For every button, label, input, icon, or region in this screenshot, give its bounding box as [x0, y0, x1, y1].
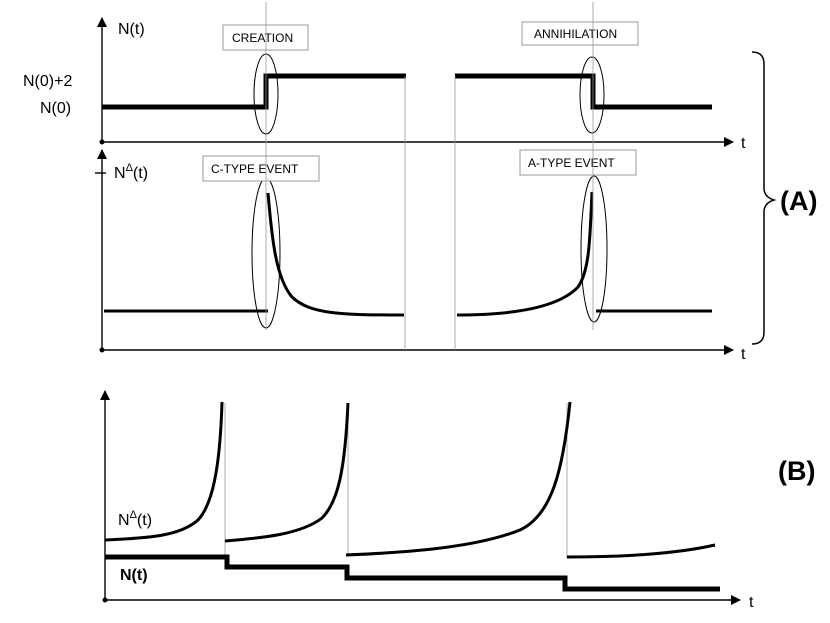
bottom-x-label: t: [741, 346, 746, 363]
panel-b: t NΔ(t) N(t): [100, 390, 754, 611]
annihilation-box: [521, 21, 639, 46]
panel-b-origin-dot: [102, 597, 108, 603]
creation-box: [222, 24, 309, 51]
panel-a-top: N(t) N(0)+2 N(0) t CREATION ANNIHILATION: [23, 17, 746, 152]
panel-b-step-label: N(t): [120, 567, 148, 584]
creation-box-label: CREATION: [232, 31, 293, 45]
level-low-label: N(0): [40, 100, 71, 117]
a-event-ellipse: [580, 175, 608, 323]
panel-b-curve-2: [224, 402, 350, 543]
c-event-box-label: C-TYPE EVENT: [211, 162, 299, 176]
bottom-origin-dot: [99, 347, 105, 353]
annihilation-step-line: [455, 73, 712, 110]
panel-b-curve-1: [104, 401, 224, 542]
annihilation-box-label: ANNIHILATION: [534, 27, 617, 41]
c-event-box: [202, 155, 320, 182]
panel-a-bottom: NΔ(t) t C-TYPE EVENT A-TYPE EVENT: [95, 149, 746, 363]
panel-b-curve-3: [345, 401, 572, 557]
panel-a-guides: [265, 2, 594, 350]
top-x-label: t: [741, 135, 746, 152]
panel-a-label: (A): [780, 186, 817, 216]
a-event-box-label: A-TYPE EVENT: [528, 156, 615, 170]
top-y-label: N(t): [118, 21, 145, 38]
top-origin-dot: [99, 139, 105, 145]
annihilation-ellipse: [579, 56, 605, 134]
panel-b-step-line: [105, 554, 720, 592]
panel-b-curve-4: [566, 543, 716, 559]
level-high-label: N(0)+2: [23, 73, 72, 90]
panel-b-curve-label: NΔ(t): [118, 509, 152, 529]
panel-b-x-label: t: [749, 594, 754, 611]
bottom-y-label: NΔ(t): [114, 162, 148, 182]
panel-b-label: (B): [778, 456, 815, 486]
c-event-decay-curve: [266, 192, 405, 317]
panel-a-bracket: [751, 51, 777, 345]
a-event-box: [519, 149, 637, 176]
a-event-growth-curve: [456, 191, 594, 317]
